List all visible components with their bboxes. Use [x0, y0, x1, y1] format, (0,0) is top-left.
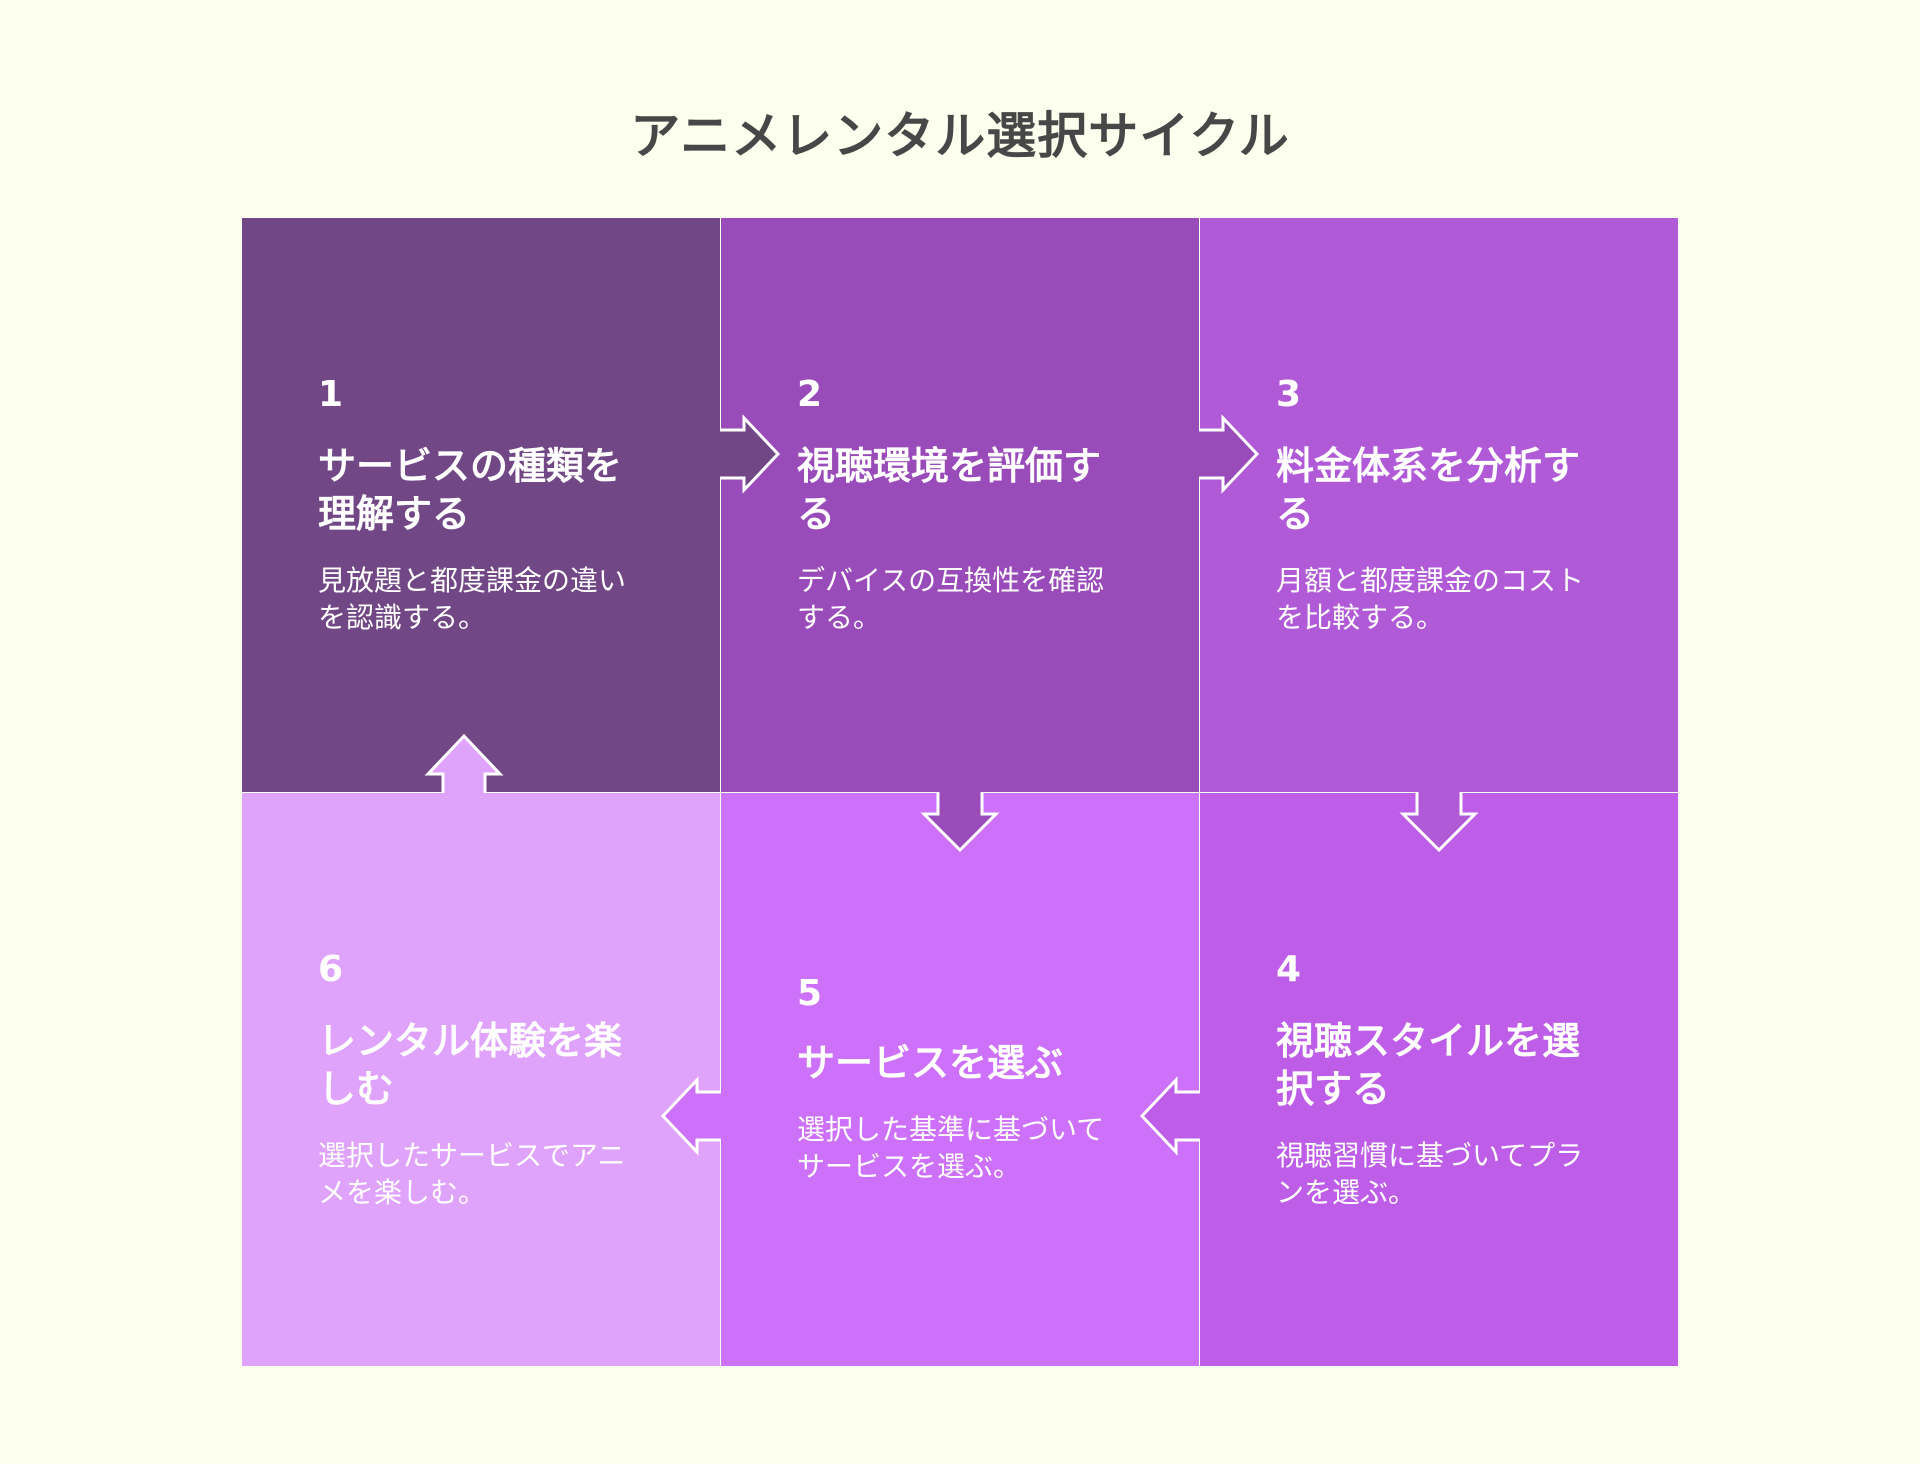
step-1-card: 1 サービスの種類を理解する 見放題と都度課金の違いを認識する。 [242, 218, 720, 792]
arrow-1-to-2-icon [720, 414, 781, 494]
step-4-description: 視聴習慣に基づいてプランを選ぶ。 [1276, 1139, 1584, 1209]
step-3-description: 月額と都度課金のコストを比較する。 [1276, 564, 1585, 634]
diagram-title: アニメレンタル選択サイクル [630, 107, 1290, 165]
step-2-heading: 視聴環境を評価する [797, 444, 1102, 536]
step-1-description: 見放題と都度課金の違いを認識する。 [318, 564, 627, 634]
step-5-description: 選択した基準に基づいてサービスを選ぶ。 [797, 1113, 1105, 1183]
step-1-heading: サービスの種類を理解する [318, 444, 623, 536]
step-6-number: 6 [318, 949, 344, 990]
step-6-description: 選択したサービスでアニメを楽しむ。 [318, 1139, 626, 1209]
step-6-heading: レンタル体験を楽しむ [318, 1019, 623, 1111]
step-5-card: 5 サービスを選ぶ 選択した基準に基づいてサービスを選ぶ。 [721, 793, 1199, 1366]
step-4-card: 4 視聴スタイルを選択する 視聴習慣に基づいてプランを選ぶ。 [1200, 793, 1678, 1366]
arrow-3-to-4-icon [1399, 792, 1479, 853]
step-3-card: 3 料金体系を分析する 月額と都度課金のコストを比較する。 [1200, 218, 1678, 792]
step-4-heading: 視聴スタイルを選択する [1276, 1019, 1581, 1111]
step-5-heading: サービスを選ぶ [797, 1041, 1064, 1085]
step-1-number: 1 [318, 374, 344, 415]
arrow-2-to-3-icon [1199, 414, 1260, 494]
step-2-description: デバイスの互換性を確認する。 [797, 564, 1105, 634]
step-2-card: 2 視聴環境を評価する デバイスの互換性を確認する。 [721, 218, 1199, 792]
step-3-number: 3 [1276, 374, 1302, 415]
cycle-grid: 1 サービスの種類を理解する 見放題と都度課金の違いを認識する。 2 視聴環境を… [242, 218, 1678, 1366]
step-6-card: 6 レンタル体験を楽しむ 選択したサービスでアニメを楽しむ。 [242, 793, 720, 1366]
step-2-number: 2 [797, 374, 823, 415]
arrow-6-to-1-icon [424, 733, 504, 793]
arrow-4-to-5-icon [1139, 1076, 1200, 1156]
arrow-2-to-5-icon [920, 792, 1000, 853]
connector-arrows [424, 414, 1479, 1156]
arrow-5-to-6-icon [660, 1076, 721, 1156]
step-3-heading: 料金体系を分析する [1276, 444, 1581, 536]
step-4-number: 4 [1276, 949, 1302, 990]
step-5-number: 5 [797, 973, 823, 1014]
